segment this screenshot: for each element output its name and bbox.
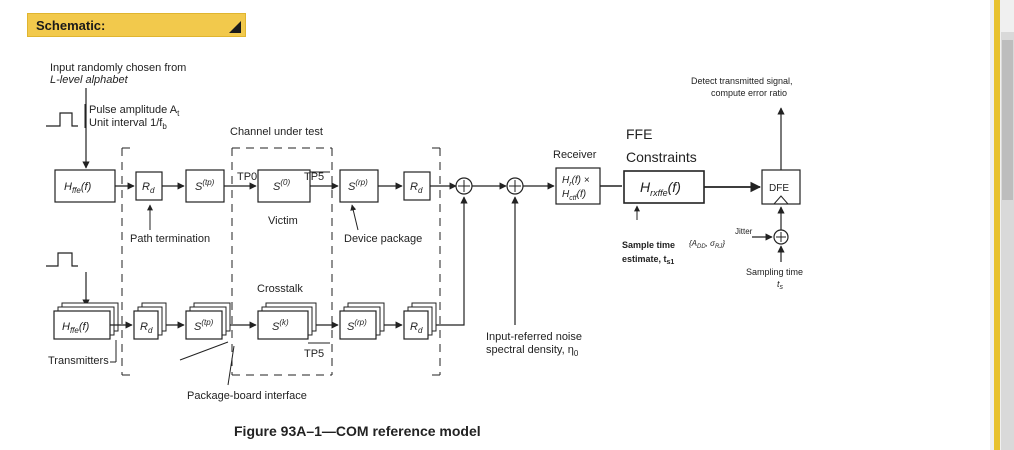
victim-label: Victim [268, 215, 298, 227]
channel-under-test-label: Channel under test [230, 126, 323, 138]
svg-text:DFE: DFE [769, 183, 789, 194]
noise-label-line2: spectral density, η0 [486, 344, 579, 358]
svg-text:S(rp): S(rp) [347, 318, 367, 333]
sk-crosstalk-block: S(k) [257, 302, 317, 340]
noise-label-line1: Input-referred noise [486, 331, 582, 343]
figure-caption: Figure 93A–1—COM reference model [234, 423, 481, 439]
accent-stripe [994, 0, 1000, 450]
svg-text:S(k): S(k) [272, 318, 289, 333]
scrollbar-thumb[interactable] [1002, 40, 1013, 200]
sample-estimate-label: estimate, ts1 [622, 254, 674, 266]
sum-junction-2 [506, 177, 524, 195]
svg-text:S(tp): S(tp) [194, 318, 214, 333]
rd-block-bottom-rx: Rd [403, 302, 437, 340]
svg-text:Hffe(f): Hffe(f) [62, 321, 90, 335]
error-ratio-label: compute error ratio [711, 88, 787, 98]
svg-text:Rd: Rd [410, 321, 423, 335]
transmitters-label: Transmitters [48, 355, 109, 367]
rd-block-top-rx: Rd [403, 171, 431, 201]
tp5-bottom-label: TP5 [304, 348, 324, 360]
s-tp-block-top: S(tp) [185, 169, 225, 203]
sample-time-label: Sample time [622, 240, 675, 250]
package-board-label: Package-board interface [187, 390, 307, 402]
sum-junction-1 [455, 177, 473, 195]
svg-text:Hctf(f): Hctf(f) [562, 189, 586, 202]
tp0-label: TP0 [237, 171, 257, 183]
collapse-corner-icon[interactable] [229, 21, 241, 33]
sampling-ts-label: ts [777, 279, 784, 291]
hffe-block-bottom: Hffe(f) [53, 302, 119, 340]
svg-text:Hffe(f): Hffe(f) [64, 181, 92, 195]
jitter-params-label: {ADD, σRJ} [689, 239, 725, 250]
input-note-line2: L-level alphabet [50, 74, 129, 86]
receiver-label: Receiver [553, 149, 597, 161]
svg-text:Rd: Rd [410, 181, 423, 195]
com-reference-model-diagram: Input randomly chosen from L-level alpha… [46, 62, 803, 439]
dfe-block: DFE [761, 169, 801, 205]
section-header[interactable]: Schematic: [27, 13, 246, 37]
ffe-label: FFE [626, 126, 652, 142]
tp5-top-label: TP5 [304, 171, 324, 183]
detect-signal-label: Detect transmitted signal, [691, 76, 793, 86]
sampling-time-label: Sampling time [746, 267, 803, 277]
rd-block-top: Rd [135, 171, 163, 201]
svg-text:Rd: Rd [142, 181, 155, 195]
pulse-amplitude-label: Pulse amplitude At [89, 104, 180, 118]
device-package-label: Device package [344, 233, 422, 245]
s0-victim-block: S(0) [257, 169, 311, 203]
svg-text:S(rp): S(rp) [348, 178, 368, 193]
path-termination-label: Path termination [130, 233, 210, 245]
pulse-icon-2 [46, 252, 78, 267]
section-header-title: Schematic: [36, 18, 106, 33]
s-rp-block-bottom: S(rp) [339, 302, 385, 340]
hffe-block-top: Hffe(f) [54, 169, 116, 203]
pulse-icon [46, 112, 78, 127]
svg-text:S(0): S(0) [273, 178, 290, 193]
s-rp-block-top: S(rp) [339, 169, 379, 203]
svg-text:Hr(f) ×: Hr(f) × [562, 175, 590, 188]
jitter-label: Jitter [735, 227, 753, 236]
input-note-line1: Input randomly chosen from [50, 62, 186, 74]
svg-text:Hrxffe(f): Hrxffe(f) [640, 179, 681, 198]
unit-interval-label: Unit interval 1/fb [89, 117, 167, 131]
receiver-ctf-block: Hr(f) × Hctf(f) [555, 167, 601, 205]
jitter-junction [773, 229, 789, 245]
svg-text:S(tp): S(tp) [195, 178, 215, 193]
constraints-label: Constraints [626, 149, 697, 165]
rd-block-bottom: Rd [133, 302, 167, 340]
s-tp-block-bottom: S(tp) [185, 302, 231, 340]
svg-text:Rd: Rd [140, 321, 153, 335]
rxffe-block: Hrxffe(f) [623, 170, 705, 204]
crosstalk-label: Crosstalk [257, 283, 303, 295]
